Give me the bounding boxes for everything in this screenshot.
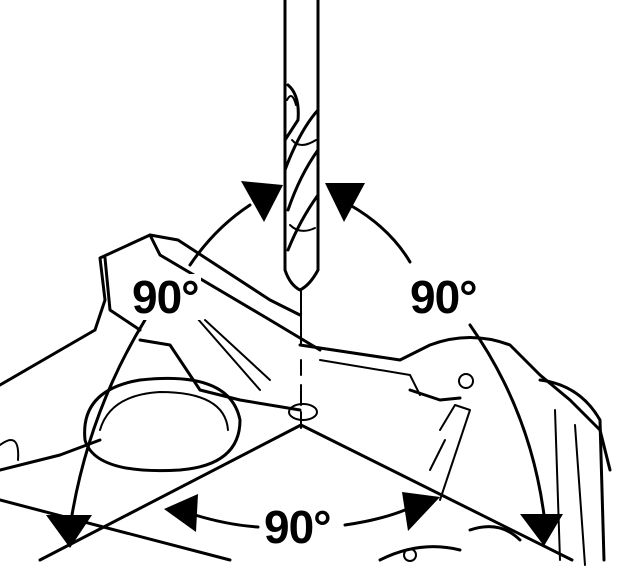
angle-label-bottom: 90° <box>262 501 333 553</box>
angle-label-right: 90° <box>408 271 479 323</box>
arrowhead-icon <box>402 492 440 531</box>
arrowhead-icon <box>46 515 92 548</box>
reference-lines <box>38 423 574 562</box>
drill-bit <box>283 0 320 292</box>
angle-label-left: 90° <box>130 271 201 323</box>
arrowhead-icon <box>164 494 198 532</box>
angle-arc-left <box>46 181 283 548</box>
arrowhead-icon <box>520 514 563 546</box>
angle-arc-bottom <box>164 492 440 532</box>
angle-arc-right <box>325 183 563 546</box>
drill-axis-line <box>288 289 318 429</box>
arrowhead-icon <box>241 181 283 222</box>
arrowhead-icon <box>325 183 365 222</box>
